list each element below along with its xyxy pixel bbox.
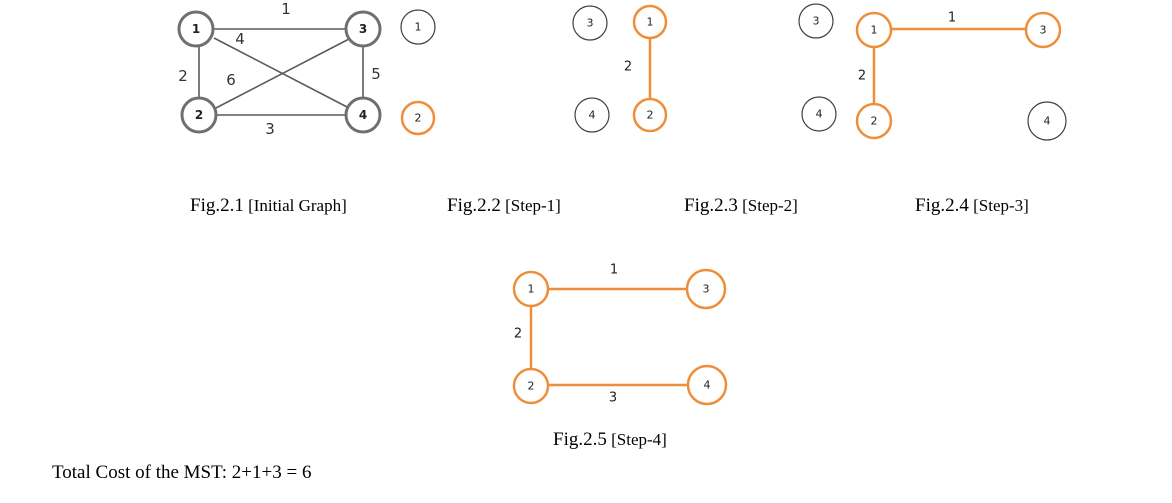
figure-number: Fig.2.5 [553, 429, 607, 450]
node-label: 2 [528, 380, 535, 393]
fig-2-3-step-2: 1 2 3 1 3 4 2 4 [798, 3, 1067, 141]
node-label: 3 [813, 15, 820, 28]
node-label: 4 [589, 109, 596, 122]
node-label: 4 [816, 108, 823, 121]
figure-title: [Step-2] [742, 196, 798, 215]
edge-1-3-weight: 1 [610, 263, 618, 278]
node-label: 3 [587, 17, 594, 30]
graph-node-highlighted: 2 [400, 100, 436, 136]
graph-node: 2 [180, 96, 218, 134]
edge-3-4-weight: 5 [371, 65, 381, 83]
figure-caption-2-3: Fig.2.3 [Step-2] [684, 195, 798, 217]
figure-title: [Initial Graph] [248, 196, 347, 215]
graph-node: 3 [798, 3, 834, 39]
figure-title: [Step-3] [973, 196, 1029, 215]
graph-node: 4 [801, 96, 837, 132]
figure-caption-2-4: Fig.2.4 [Step-3] [915, 195, 1029, 217]
node-label: 3 [359, 22, 367, 36]
graph-node-highlighted: 3 [1024, 11, 1062, 49]
graph-node-highlighted: 2 [512, 367, 550, 405]
fig-2-2-step-1: 2 3 1 4 2 [572, 4, 668, 133]
graph-node-highlighted: 1 [632, 4, 668, 40]
figure-number: Fig.2.4 [915, 195, 969, 216]
node-label: 1 [647, 16, 654, 29]
edge-2-3 [213, 38, 350, 110]
node-label: 3 [1040, 24, 1047, 37]
graph-node: 4 [344, 96, 382, 134]
graph-node-highlighted: 2 [632, 97, 668, 133]
node-label: 2 [415, 112, 422, 125]
node-label: 4 [359, 108, 367, 122]
figure-number: Fig.2.1 [190, 195, 244, 216]
figure-title: [Step-1] [505, 196, 561, 215]
node-label: 3 [703, 283, 710, 296]
edge-1-2-weight: 2 [178, 67, 188, 85]
total-cost-text: Total Cost of the MST: 2+1+3 = 6 [52, 462, 312, 483]
figure-title: [Step-4] [611, 430, 667, 449]
edge-1-4 [213, 37, 350, 109]
graph-node: 1 [400, 9, 436, 45]
edge-2-3-weight: 6 [226, 71, 236, 89]
node-label: 1 [192, 22, 200, 36]
figure-caption-2-2: Fig.2.2 [Step-1] [447, 195, 561, 217]
node-label: 4 [704, 379, 711, 392]
node-label: 2 [647, 109, 654, 122]
graph-node: 4 [574, 97, 610, 133]
edge-2-4-weight: 3 [609, 391, 617, 406]
node-label: 2 [871, 115, 878, 128]
graph-node: 1 [177, 10, 215, 48]
graph-node-highlighted: 1 [512, 270, 550, 308]
graph-node: 3 [344, 10, 382, 48]
figure-caption-2-1: Fig.2.1 [Initial Graph] [190, 195, 347, 217]
graph-node-highlighted: 4 [686, 364, 728, 406]
fig-2-5-step-4: 1 2 3 1 3 2 4 [512, 263, 728, 406]
figure-caption-2-5: Fig.2.5 [Step-4] [553, 429, 667, 451]
graph-node: 4 [1027, 101, 1067, 141]
edge-1-4-weight: 4 [235, 30, 245, 48]
node-label: 1 [415, 21, 422, 34]
fig-2-1-initial-graph: 1 2 4 6 5 3 1 2 3 4 1 2 [177, 0, 436, 138]
figure-number: Fig.2.3 [684, 195, 738, 216]
node-label: 1 [871, 24, 878, 37]
node-label: 2 [195, 108, 203, 122]
graph-node: 3 [572, 5, 608, 41]
node-label: 1 [528, 283, 535, 296]
edge-1-3-weight: 1 [281, 0, 291, 18]
graph-node-highlighted: 3 [685, 268, 727, 310]
edge-2-4-weight: 3 [265, 120, 275, 138]
edge-1-3-weight: 1 [948, 11, 956, 26]
graph-node-highlighted: 2 [855, 102, 893, 140]
node-label: 4 [1044, 115, 1051, 128]
edge-1-2-weight: 2 [858, 69, 866, 84]
graph-node-highlighted: 1 [855, 11, 893, 49]
edge-1-2-weight: 2 [624, 60, 632, 75]
edge-1-2-weight: 2 [514, 327, 522, 342]
figure-number: Fig.2.2 [447, 195, 501, 216]
